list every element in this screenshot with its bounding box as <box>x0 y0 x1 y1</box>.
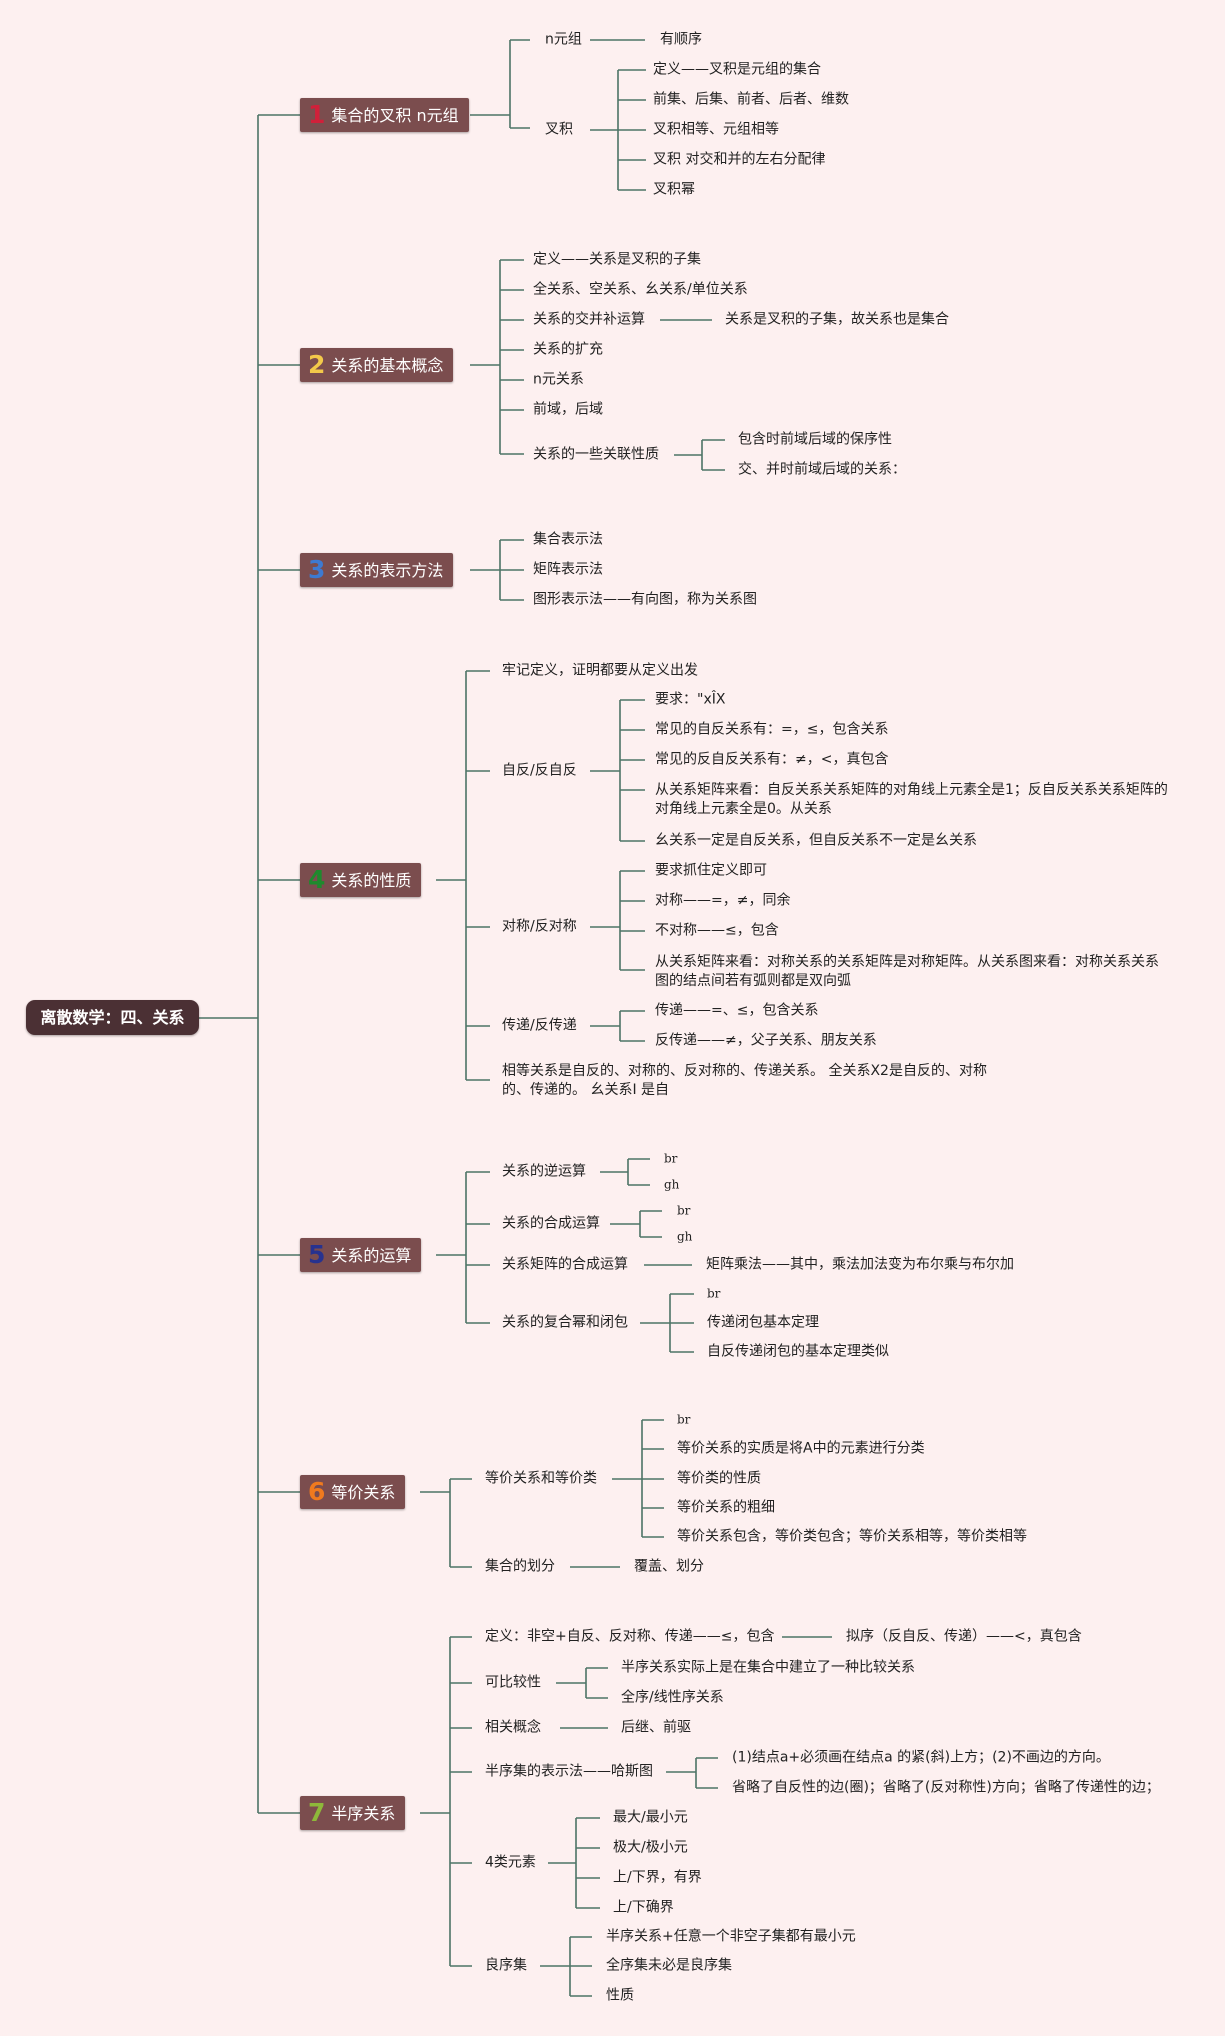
node-definition[interactable]: 定义：非空+自反、反对称、传递——≤，包含 <box>485 1628 775 1645</box>
topic-1[interactable]: 1 集合的叉积 n元组 <box>300 98 469 132</box>
node-leaf[interactable]: 全序集未必是良序集 <box>606 1957 732 1974</box>
node-leaf[interactable]: 传递——=、≤，包含关系 <box>655 1002 819 1019</box>
node-well-ordered[interactable]: 良序集 <box>485 1957 527 1974</box>
node-leaf[interactable]: 常见的反自反关系有：≠，<，真包含 <box>655 751 889 768</box>
node-leaf[interactable]: 上/下确界 <box>613 1899 674 1916</box>
node-leaf[interactable]: 等价关系的粗细 <box>677 1499 775 1516</box>
node-symmetric[interactable]: 对称/反对称 <box>502 918 577 935</box>
node-n-tuple[interactable]: n元组 <box>545 31 582 48</box>
node-leaf[interactable]: n元关系 <box>533 371 584 388</box>
topic-number: 5 <box>308 1240 326 1269</box>
topic-2[interactable]: 2 关系的基本概念 <box>300 348 454 382</box>
node-partition[interactable]: 集合的划分 <box>485 1558 555 1575</box>
node-comparability[interactable]: 可比较性 <box>485 1674 541 1691</box>
node-leaf[interactable]: 交、并时前域后域的关系： <box>738 461 906 478</box>
node-related-concepts[interactable]: 相关概念 <box>485 1719 541 1736</box>
node-leaf[interactable]: 要求抓住定义即可 <box>655 862 767 879</box>
node-leaf[interactable]: 前域，后域 <box>533 401 603 418</box>
node-leaf[interactable]: 关系的扩充 <box>533 341 603 358</box>
node-leaf[interactable]: 牢记定义，证明都要从定义出发 <box>502 662 698 679</box>
node-leaf[interactable]: 全关系、空关系、幺关系/单位关系 <box>533 281 748 298</box>
node-leaf[interactable]: 反传递——≠，父子关系、朋友关系 <box>655 1032 877 1049</box>
node-equivalence-class[interactable]: 等价关系和等价类 <box>485 1470 597 1487</box>
node-leaf[interactable]: 性质 <box>606 1987 634 2004</box>
topic-number: 4 <box>308 865 326 894</box>
topic-number: 7 <box>308 1798 326 1827</box>
node-leaf[interactable]: 拟序（反自反、传递）——<，真包含 <box>846 1628 1082 1645</box>
node-four-elements[interactable]: 4类元素 <box>485 1854 536 1871</box>
node-leaf[interactable]: 半序关系实际上是在集合中建立了一种比较关系 <box>621 1659 915 1676</box>
node-leaf[interactable]: 传递闭包基本定理 <box>707 1314 819 1331</box>
node-leaf[interactable]: 集合表示法 <box>533 531 603 548</box>
node-leaf[interactable]: 矩阵表示法 <box>533 561 603 578</box>
node-leaf[interactable]: 不对称——≤，包含 <box>655 922 779 939</box>
root-node[interactable]: 离散数学：四、关系 <box>26 1000 199 1035</box>
node-leaf[interactable]: 要求："xÎX <box>655 691 726 708</box>
topic-5[interactable]: 5 关系的运算 <box>300 1238 422 1272</box>
topic-number: 6 <box>308 1477 326 1506</box>
node-leaf[interactable]: 矩阵乘法——其中，乘法加法变为布尔乘与布尔加 <box>706 1256 1014 1273</box>
topic-label: 关系的运算 <box>331 1246 412 1265</box>
node-leaf[interactable]: 幺关系一定是自反关系，但自反关系不一定是幺关系 <box>655 832 977 849</box>
node-leaf[interactable]: 前集、后集、前者、后者、维数 <box>653 91 849 108</box>
node-inverse[interactable]: 关系的逆运算 <box>502 1163 586 1180</box>
node-leaf[interactable]: br <box>664 1151 678 1166</box>
topic-label: 集合的叉积 n元组 <box>331 106 459 125</box>
node-leaf[interactable]: 自反传递闭包的基本定理类似 <box>707 1343 889 1360</box>
node-leaf[interactable]: 覆盖、划分 <box>634 1558 704 1575</box>
node-leaf[interactable]: 叉积相等、元组相等 <box>653 121 779 138</box>
topic-4[interactable]: 4 关系的性质 <box>300 863 422 897</box>
node-set-operations[interactable]: 关系的交并补运算 <box>533 311 645 328</box>
node-leaf[interactable]: 常见的自反关系有：=，≤，包含关系 <box>655 721 889 738</box>
node-relation-properties[interactable]: 关系的一些关联性质 <box>533 446 659 463</box>
node-leaf[interactable]: 定义——关系是叉积的子集 <box>533 251 701 268</box>
node-leaf[interactable]: br <box>707 1286 721 1301</box>
topic-3[interactable]: 3 关系的表示方法 <box>300 553 454 587</box>
node-leaf[interactable]: br <box>677 1203 691 1218</box>
node-leaf[interactable]: 最大/最小元 <box>613 1809 688 1826</box>
topic-6[interactable]: 6 等价关系 <box>300 1475 406 1509</box>
node-leaf[interactable]: 定义——叉积是元组的集合 <box>653 61 821 78</box>
node-leaf[interactable]: gh <box>664 1177 680 1192</box>
node-leaf[interactable]: 从关系矩阵来看：对称关系的关系矩阵是对称矩阵。从关系图来看：对称关系关系图的结点… <box>655 954 1159 989</box>
node-leaf[interactable]: 图形表示法——有向图，称为关系图 <box>533 591 757 608</box>
node-leaf[interactable]: 等价关系的实质是将A中的元素进行分类 <box>677 1440 925 1457</box>
node-cross-product[interactable]: 叉积 <box>545 121 573 138</box>
node-leaf[interactable]: 后继、前驱 <box>621 1719 691 1736</box>
node-leaf[interactable]: 对称——=，≠，同余 <box>655 892 791 909</box>
topic-label: 半序关系 <box>331 1804 396 1823</box>
node-leaf[interactable]: 从关系矩阵来看：自反关系关系矩阵的对角线上元素全是1；反自反关系关系矩阵的对角线… <box>655 782 1168 817</box>
topic-label: 关系的基本概念 <box>331 356 444 375</box>
topic-label: 关系的表示方法 <box>331 561 444 580</box>
node-leaf[interactable]: 等价类的性质 <box>677 1470 761 1487</box>
node-leaf[interactable]: 半序关系+任意一个非空子集都有最小元 <box>606 1928 856 1945</box>
node-closure[interactable]: 关系的复合幂和闭包 <box>502 1314 628 1331</box>
node-hasse-diagram[interactable]: 半序集的表示法——哈斯图 <box>485 1763 653 1780</box>
node-leaf[interactable]: 全序/线性序关系 <box>621 1689 724 1706</box>
node-leaf[interactable]: gh <box>677 1229 693 1244</box>
node-leaf[interactable]: 叉积幂 <box>653 181 695 198</box>
node-transitive[interactable]: 传递/反传递 <box>502 1017 577 1034</box>
node-reflexive[interactable]: 自反/反自反 <box>502 762 577 779</box>
topic-number: 1 <box>308 100 326 129</box>
topic-number: 3 <box>308 555 326 584</box>
node-leaf[interactable]: 上/下界，有界 <box>613 1869 702 1886</box>
node-composition[interactable]: 关系的合成运算 <box>502 1215 600 1232</box>
topic-number: 2 <box>308 350 326 379</box>
node-matrix-composition[interactable]: 关系矩阵的合成运算 <box>502 1256 628 1273</box>
node-leaf[interactable]: br <box>677 1412 691 1427</box>
topic-label: 关系的性质 <box>331 871 412 890</box>
node-leaf[interactable]: 叉积 对交和并的左右分配律 <box>653 151 826 168</box>
node-leaf[interactable]: 包含时前域后域的保序性 <box>738 431 892 448</box>
node-leaf[interactable]: 省略了自反性的边(圈)；省略了(反对称性)方向；省略了传递性的边； <box>732 1779 1160 1796</box>
node-leaf[interactable]: (1)结点a+必须画在结点a 的紧(斜)上方；(2)不画边的方向。 <box>732 1749 1110 1766</box>
topic-7[interactable]: 7 半序关系 <box>300 1796 406 1830</box>
node-leaf[interactable]: 相等关系是自反的、对称的、反对称的、传递关系。 全关系X2是自反的、对称的、传递… <box>502 1063 987 1098</box>
node-leaf[interactable]: 极大/极小元 <box>613 1839 688 1856</box>
node-ordered[interactable]: 有顺序 <box>660 31 702 48</box>
node-leaf[interactable]: 等价关系包含，等价类包含；等价关系相等，等价类相等 <box>677 1528 1027 1545</box>
topic-label: 等价关系 <box>331 1483 396 1502</box>
node-leaf[interactable]: 关系是叉积的子集，故关系也是集合 <box>725 311 949 328</box>
